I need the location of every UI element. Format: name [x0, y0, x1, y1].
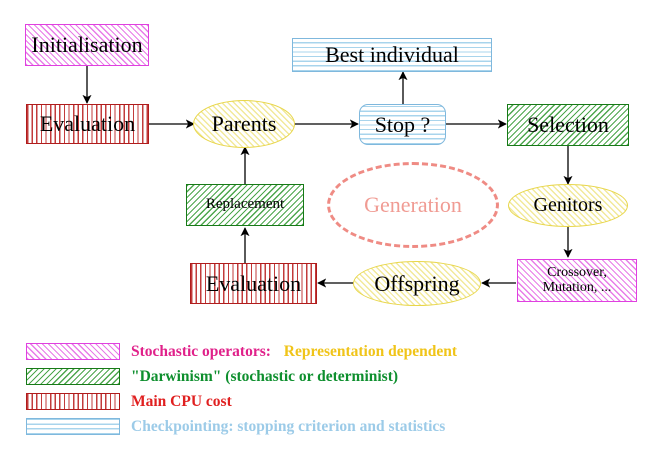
legend-text-primary: Stochastic operators: [131, 342, 271, 360]
generation-boundary: Generation [327, 162, 499, 248]
node-stop-label: Stop ? [374, 111, 431, 137]
legend-row: Checkpointing: stopping criterion and st… [0, 414, 662, 439]
node-evaluation-top-label: Evaluation [39, 111, 136, 137]
node-replacement[interactable]: Replacement [186, 184, 304, 226]
legend-text-alt: Representation dependent [283, 342, 458, 360]
node-parents[interactable]: Parents [193, 100, 295, 148]
node-stop[interactable]: Stop ? [359, 104, 446, 145]
node-crossover-line2: Mutation, ... [542, 279, 612, 295]
legend-row: Main CPU cost [0, 389, 662, 414]
legend-swatch-main-cpu-cost [26, 393, 120, 410]
legend-label-main-cpu-cost: Main CPU cost [131, 392, 232, 410]
legend: Stochastic operators: Representation dep… [0, 339, 662, 439]
node-crossover-line1: Crossover, [547, 264, 607, 280]
legend-label-stochastic-operators: Stochastic operators: Representation dep… [131, 343, 457, 361]
legend-label-darwinism: "Darwinism" (stochastic or determinist) [131, 367, 399, 385]
node-offspring-label: Offspring [374, 270, 460, 296]
node-selection-label: Selection [527, 112, 609, 138]
node-initialisation[interactable]: Initialisation [25, 24, 149, 66]
node-best-individual[interactable]: Best individual [292, 38, 492, 72]
legend-swatch-darwinism [26, 368, 120, 385]
node-crossover-mutation[interactable]: Crossover, Mutation, ... [517, 259, 637, 302]
legend-swatch-stochastic-operators [26, 343, 120, 360]
node-initialisation-label: Initialisation [31, 32, 143, 58]
legend-row: Stochastic operators: Representation dep… [0, 339, 662, 364]
node-selection[interactable]: Selection [507, 104, 629, 146]
legend-swatch-checkpointing [26, 418, 120, 435]
node-genitors-label: Genitors [533, 194, 603, 216]
node-evaluation-bottom[interactable]: Evaluation [190, 263, 317, 304]
node-evaluation-top[interactable]: Evaluation [26, 104, 149, 144]
node-evaluation-bottom-label: Evaluation [205, 270, 302, 296]
node-parents-label: Parents [211, 111, 277, 137]
legend-row: "Darwinism" (stochastic or determinist) [0, 364, 662, 389]
node-replacement-label: Replacement [205, 196, 285, 213]
generation-label: Generation [364, 192, 462, 217]
node-genitors[interactable]: Genitors [508, 184, 628, 227]
node-best-individual-label: Best individual [325, 42, 459, 68]
legend-label-checkpointing: Checkpointing: stopping criterion and st… [131, 417, 446, 435]
node-offspring[interactable]: Offspring [353, 261, 481, 306]
